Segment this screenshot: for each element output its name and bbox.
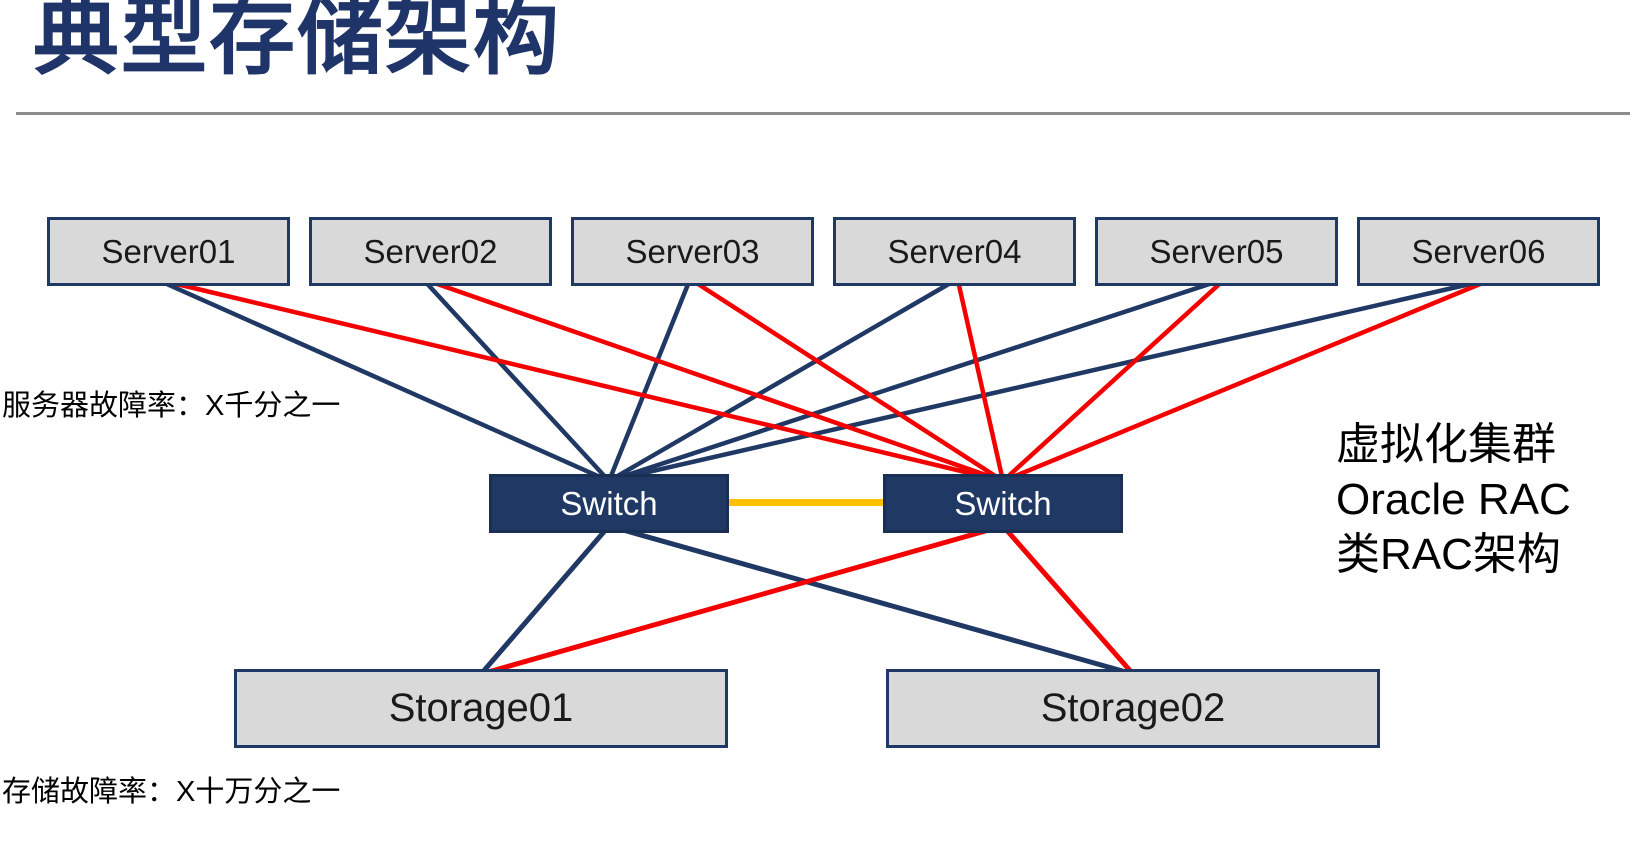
server03-label: Server03 [625, 232, 760, 270]
storage01-label: Storage01 [388, 686, 574, 730]
storage02-label: Storage02 [1040, 686, 1226, 730]
edge-server03-to-switch-left [606, 282, 691, 482]
title-divider [16, 112, 1630, 115]
server05-label: Server05 [1149, 232, 1284, 270]
server04-label: Server04 [887, 232, 1022, 270]
server-failure-note: 服务器故障率：X千分之一 [2, 390, 341, 422]
switch-right-label: Switch [954, 484, 1052, 522]
server04-box: Server04 [833, 217, 1076, 286]
edge-server02-to-switch-right [433, 280, 1004, 484]
edge-switch-right-to-storage02 [1001, 524, 1135, 676]
server06-label: Server06 [1411, 232, 1546, 270]
edge-server01-to-switch-right [171, 280, 1004, 484]
storage-failure-note: 存储故障率：X十万分之一 [2, 776, 341, 808]
switch-left-box: Switch [489, 474, 729, 533]
edge-switch-left-to-storage02 [608, 523, 1134, 677]
server02-box: Server02 [309, 217, 552, 286]
edge-server05-to-switch-left [608, 280, 1214, 484]
server01-label: Server01 [101, 232, 236, 270]
architecture-note: 虚拟化集群 Oracle RAC 类RAC架构 [1336, 417, 1571, 582]
server03-box: Server03 [571, 217, 814, 286]
edge-server04-to-switch-left [607, 281, 952, 483]
architecture-note-line-2: Oracle RAC [1336, 475, 1571, 524]
architecture-note-line-3: 类RAC架构 [1336, 530, 1561, 579]
edge-server04-to-switch-right [956, 282, 1006, 482]
architecture-note-line-1: 虚拟化集群 [1336, 420, 1556, 469]
storage02-box: Storage02 [886, 669, 1380, 748]
switch-right-box: Switch [883, 474, 1123, 533]
edge-server06-to-switch-left [608, 280, 1476, 484]
edge-server01-to-switch-left [163, 280, 610, 484]
edge-server05-to-switch-right [1001, 281, 1223, 483]
page-title: 典型存储架构 [33, 0, 561, 85]
switch-left-label: Switch [560, 484, 658, 522]
server02-label: Server02 [363, 232, 498, 270]
server01-box: Server01 [47, 217, 290, 286]
edge-server06-to-switch-right [1002, 280, 1484, 484]
edge-switch-right-to-storage01 [480, 523, 1004, 677]
storage01-box: Storage01 [234, 669, 728, 748]
edge-server03-to-switch-right [695, 281, 1005, 483]
server06-box: Server06 [1357, 217, 1600, 286]
edge-server02-to-switch-left [424, 281, 611, 483]
server05-box: Server05 [1095, 217, 1338, 286]
edge-switch-left-to-storage01 [479, 524, 611, 676]
